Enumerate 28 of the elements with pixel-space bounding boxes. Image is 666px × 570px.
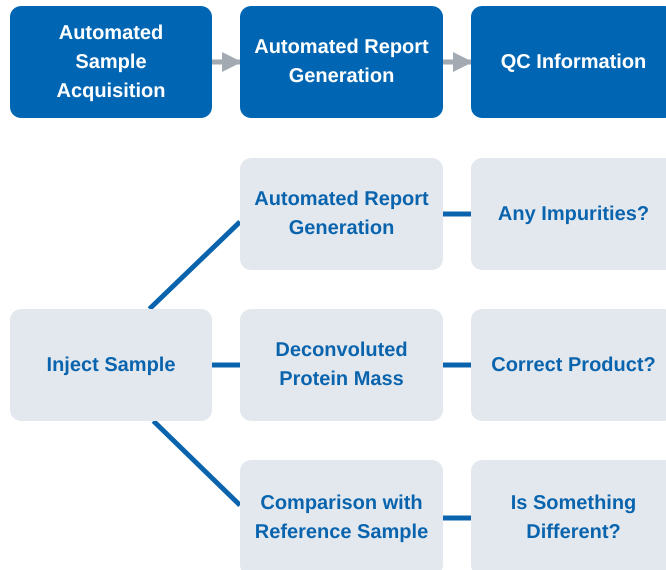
box-label: Inject Sample [46, 352, 176, 378]
box-label: Is Something Different? [510, 491, 638, 545]
arrow [443, 52, 473, 72]
box-label: Any Impurities? [498, 202, 650, 226]
box-label: Automated Sample Acquisition [56, 20, 166, 104]
connector-line [443, 212, 471, 216]
connector-line [148, 220, 242, 311]
process-box [471, 6, 666, 118]
process-box [240, 460, 443, 570]
process-box [471, 158, 666, 270]
box-label: Correct Product? [491, 352, 656, 378]
box-label: Automated Report Generation [254, 187, 429, 241]
box-label: QC Information [500, 50, 646, 74]
process-box [10, 309, 212, 421]
process-box [10, 6, 212, 118]
process-box [240, 6, 443, 118]
connector-line [212, 362, 240, 368]
process-box [240, 158, 443, 270]
process-box [240, 309, 443, 421]
process-box [471, 460, 666, 570]
arrow [212, 52, 242, 72]
process-box [471, 309, 666, 421]
box-label: Deconvoluted Protein Mass [274, 338, 409, 392]
connector-line [443, 516, 471, 520]
box-label: Automated Report Generation [254, 35, 429, 89]
connector-line [443, 362, 471, 368]
connector-line [152, 419, 242, 508]
box-label: Comparison with Reference Sample [254, 491, 429, 545]
